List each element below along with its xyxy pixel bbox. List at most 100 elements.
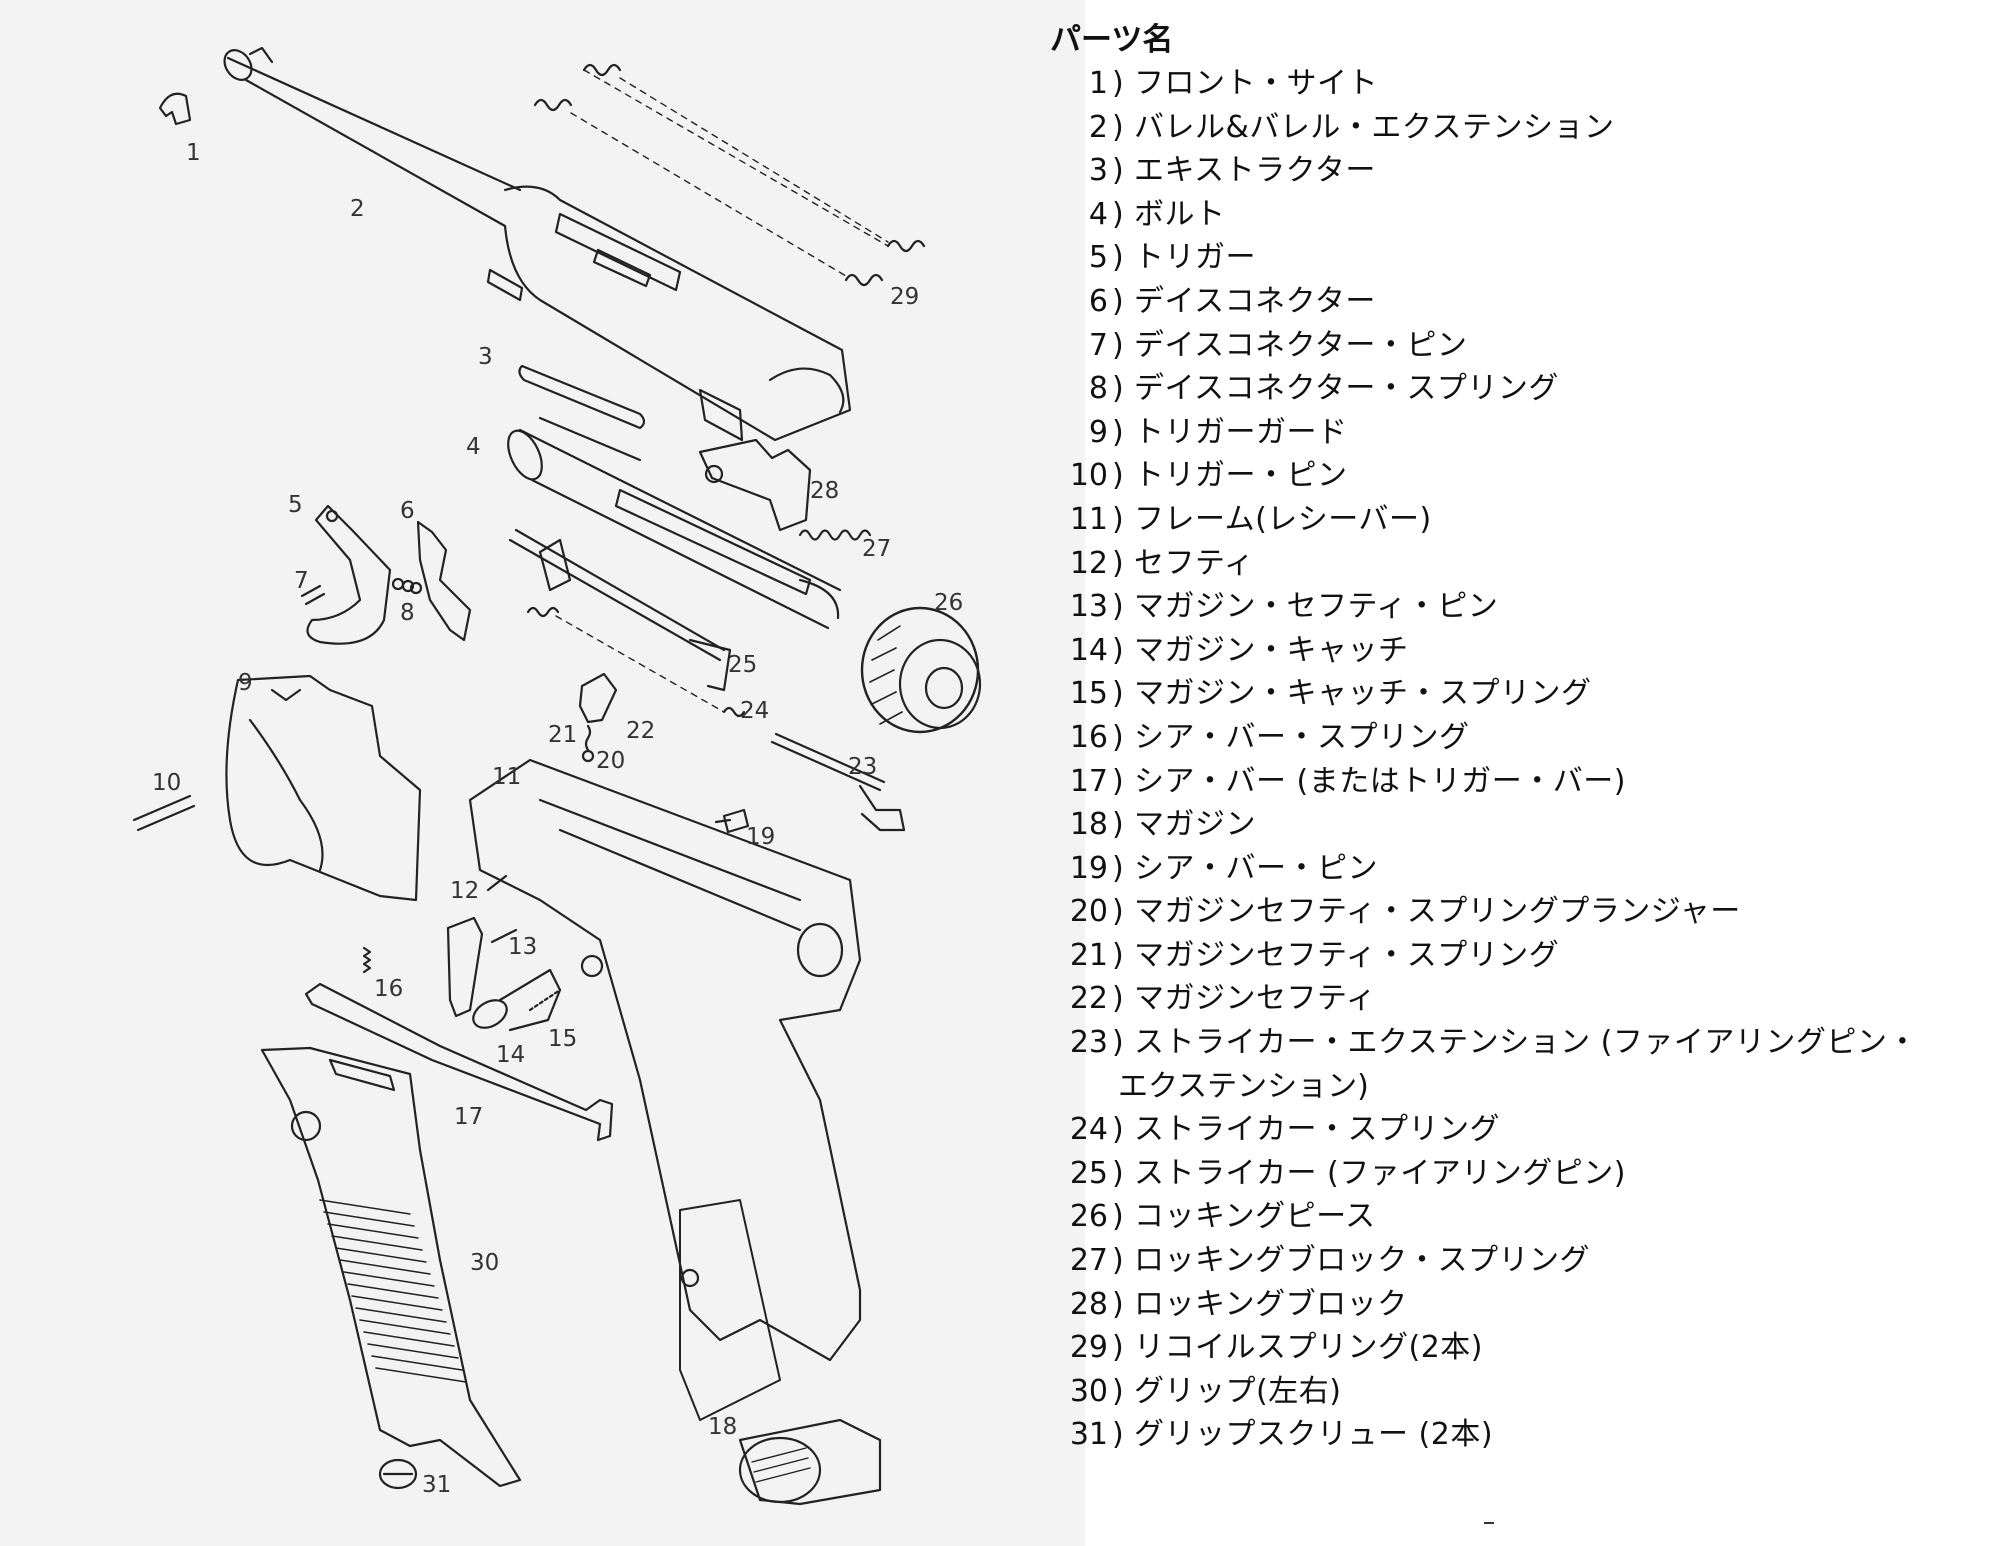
part-number: 10 xyxy=(1069,458,1108,494)
callout-27: 27 xyxy=(862,536,891,562)
part-name: マガジン・キャッチ・スプリング xyxy=(1134,676,1592,712)
sear-bar-spring-part xyxy=(362,946,372,974)
callout-17: 17 xyxy=(454,1104,483,1130)
part-number-paren: ) xyxy=(1112,850,1124,886)
part-number-paren: ) xyxy=(1112,196,1124,232)
part-number-paren: ) xyxy=(1112,763,1124,799)
part-number-paren: ) xyxy=(1112,1112,1124,1148)
sear-bar-pin-part xyxy=(714,808,750,834)
part-row-8: 8)デイスコネクター・スプリング xyxy=(1050,367,1990,411)
part-number-paren: ) xyxy=(1112,1417,1124,1453)
callout-12: 12 xyxy=(450,878,479,904)
part-number: 19 xyxy=(1069,850,1108,886)
part-row-14: 14)マガジン・キャッチ xyxy=(1050,629,1990,673)
part-name: デイスコネクター・スプリング xyxy=(1134,371,1559,407)
striker-spring-part xyxy=(526,606,746,718)
part-name: バレル&バレル・エクステンション xyxy=(1134,109,1615,145)
part-number-paren: ) xyxy=(1112,1199,1124,1235)
part-number: 26 xyxy=(1069,1199,1108,1235)
part-number: 13 xyxy=(1069,589,1108,625)
callout-4: 4 xyxy=(466,434,481,460)
callout-21: 21 xyxy=(548,722,577,748)
part-name: ストライカー (ファイアリングピン) xyxy=(1134,1155,1626,1191)
part-row-25: 25)ストライカー (ファイアリングピン) xyxy=(1050,1152,1990,1196)
callout-7: 7 xyxy=(294,568,309,594)
part-number: 24 xyxy=(1069,1112,1108,1148)
part-name: シア・バー (またはトリガー・バー) xyxy=(1134,763,1626,799)
part-row-10: 10) トリガー・ピン xyxy=(1050,454,1990,498)
part-name: グリップ(左右) xyxy=(1134,1373,1342,1409)
part-name: トリガー・ピン xyxy=(1134,458,1348,494)
part-row-29: 29)リコイルスプリング(2本) xyxy=(1050,1326,1990,1370)
part-name: マガジン xyxy=(1134,807,1256,843)
part-name: マガジンセフティ・スプリング xyxy=(1134,937,1560,973)
part-row-2: 2)バレル&バレル・エクステンション xyxy=(1050,106,1990,150)
part-row-17: 17)シア・バー (またはトリガー・バー) xyxy=(1050,760,1990,804)
callout-8: 8 xyxy=(400,600,415,626)
part-number: 18 xyxy=(1069,807,1108,843)
trigger-part xyxy=(306,504,392,645)
part-number-paren: ) xyxy=(1112,240,1124,276)
part-number: 16 xyxy=(1069,719,1108,755)
pistol-exploded-view: 1 2 3 4 5 6 7 8 9 10 11 12 13 14 15 16 1… xyxy=(132,46,982,1506)
part-row-1: 1)フロント・サイト xyxy=(1050,62,1990,106)
part-number-paren: ) xyxy=(1112,1025,1124,1061)
callout-14: 14 xyxy=(496,1042,525,1068)
part-number-paren: ) xyxy=(1112,1373,1124,1409)
callout-23: 23 xyxy=(848,754,877,780)
part-number: 8 xyxy=(1088,371,1108,407)
part-row-11: 11)フレーム(レシーバー) xyxy=(1050,498,1990,542)
part-number: 6 xyxy=(1088,283,1108,319)
part-name: トリガー xyxy=(1134,240,1256,276)
part-name: ロッキングブロック・スプリング xyxy=(1134,1243,1590,1279)
part-number: 21 xyxy=(1069,937,1108,973)
bolt-part xyxy=(507,416,842,630)
part-row-3: 3)エキストラクター xyxy=(1050,149,1990,193)
magazine-part xyxy=(679,1199,882,1506)
part-name: デイスコネクター xyxy=(1134,283,1376,319)
front-sight-part xyxy=(158,92,192,126)
callout-5: 5 xyxy=(288,492,303,518)
callout-25: 25 xyxy=(728,652,757,678)
part-number: 12 xyxy=(1069,545,1108,581)
part-row-13: 13)マガジン・セフティ・ピン xyxy=(1050,585,1990,629)
part-number-paren: ) xyxy=(1112,589,1124,625)
part-row-15: 15)マガジン・キャッチ・スプリング xyxy=(1050,672,1990,716)
part-number-paren: ) xyxy=(1112,458,1124,494)
magazine-catch-part xyxy=(472,968,562,1032)
part-row-18: 18)マガジン xyxy=(1050,803,1990,847)
part-name: デイスコネクター・ピン xyxy=(1134,327,1468,363)
part-name-continued: エクステンション) xyxy=(1118,1068,1369,1104)
part-number: 23 xyxy=(1069,1025,1108,1061)
part-number: 29 xyxy=(1069,1330,1108,1366)
part-number-paren: ) xyxy=(1112,937,1124,973)
magazine-catch-spring-part xyxy=(528,988,562,1012)
part-number-paren: ) xyxy=(1112,545,1124,581)
disconnector-spring-part xyxy=(391,577,423,595)
parts-list-title: パーツ名 xyxy=(1050,22,1174,58)
part-name: シア・バー・スプリング xyxy=(1134,719,1470,755)
part-number: 11 xyxy=(1069,501,1108,537)
part-number-paren: ) xyxy=(1112,109,1124,145)
page-tick-mark xyxy=(1484,1522,1494,1524)
magazine-safety-part xyxy=(578,672,618,724)
callout-13: 13 xyxy=(508,934,537,960)
callout-10: 10 xyxy=(152,770,181,796)
barrel-part xyxy=(223,46,852,442)
part-number: 14 xyxy=(1069,632,1108,668)
part-row-22: 22)マガジンセフティ xyxy=(1050,977,1990,1021)
callout-16: 16 xyxy=(374,976,403,1002)
part-number: 27 xyxy=(1069,1243,1108,1279)
callout-29: 29 xyxy=(890,284,919,310)
part-number: 7 xyxy=(1088,327,1108,363)
part-name: グリップスクリュー (2本) xyxy=(1134,1417,1494,1453)
part-row-7: 7)デイスコネクター・ピン xyxy=(1050,324,1990,368)
disconnector-pin-part xyxy=(300,584,326,606)
part-name: ストライカー・スプリング xyxy=(1134,1112,1500,1148)
part-name: ロッキングブロック xyxy=(1134,1286,1408,1322)
part-row-27: 27)ロッキングブロック・スプリング xyxy=(1050,1239,1990,1283)
part-name: ボルト xyxy=(1134,196,1226,232)
part-name: セフティ xyxy=(1134,545,1255,581)
part-name: ストライカー・エクステンション (ファイアリングピン・ xyxy=(1134,1025,1918,1061)
